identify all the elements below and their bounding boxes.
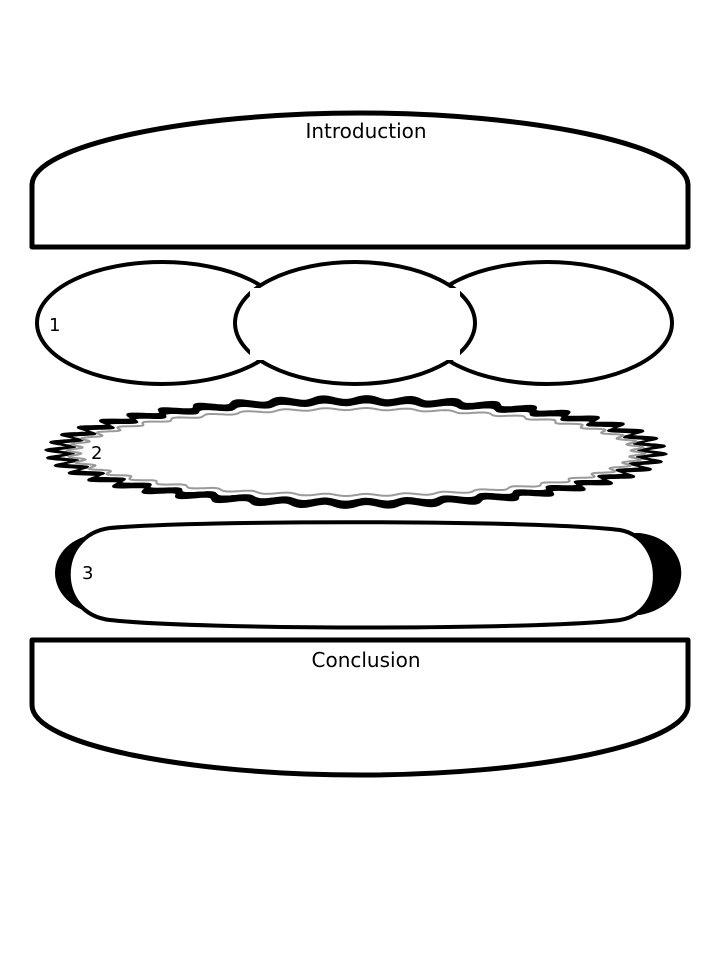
introduction-label: Introduction <box>305 119 426 143</box>
layer-1-label: 1 <box>49 315 60 336</box>
layer-3-label: 3 <box>82 563 93 584</box>
layer-2-inner-shape <box>65 407 647 497</box>
layer-2: 2 <box>43 395 669 509</box>
layer-3-shape[interactable] <box>66 520 657 630</box>
layer-3: 3 <box>55 520 682 630</box>
top-bun: Introduction <box>29 110 691 250</box>
layer-1-shape[interactable] <box>35 260 674 386</box>
conclusion-label: Conclusion <box>312 648 421 672</box>
bottom-bun: Conclusion <box>29 637 691 778</box>
layer-2-label: 2 <box>91 443 102 464</box>
bottom-bun-shape[interactable] <box>29 637 691 778</box>
layer-1: 1 <box>35 260 674 386</box>
top-bun-shape[interactable] <box>29 110 691 250</box>
